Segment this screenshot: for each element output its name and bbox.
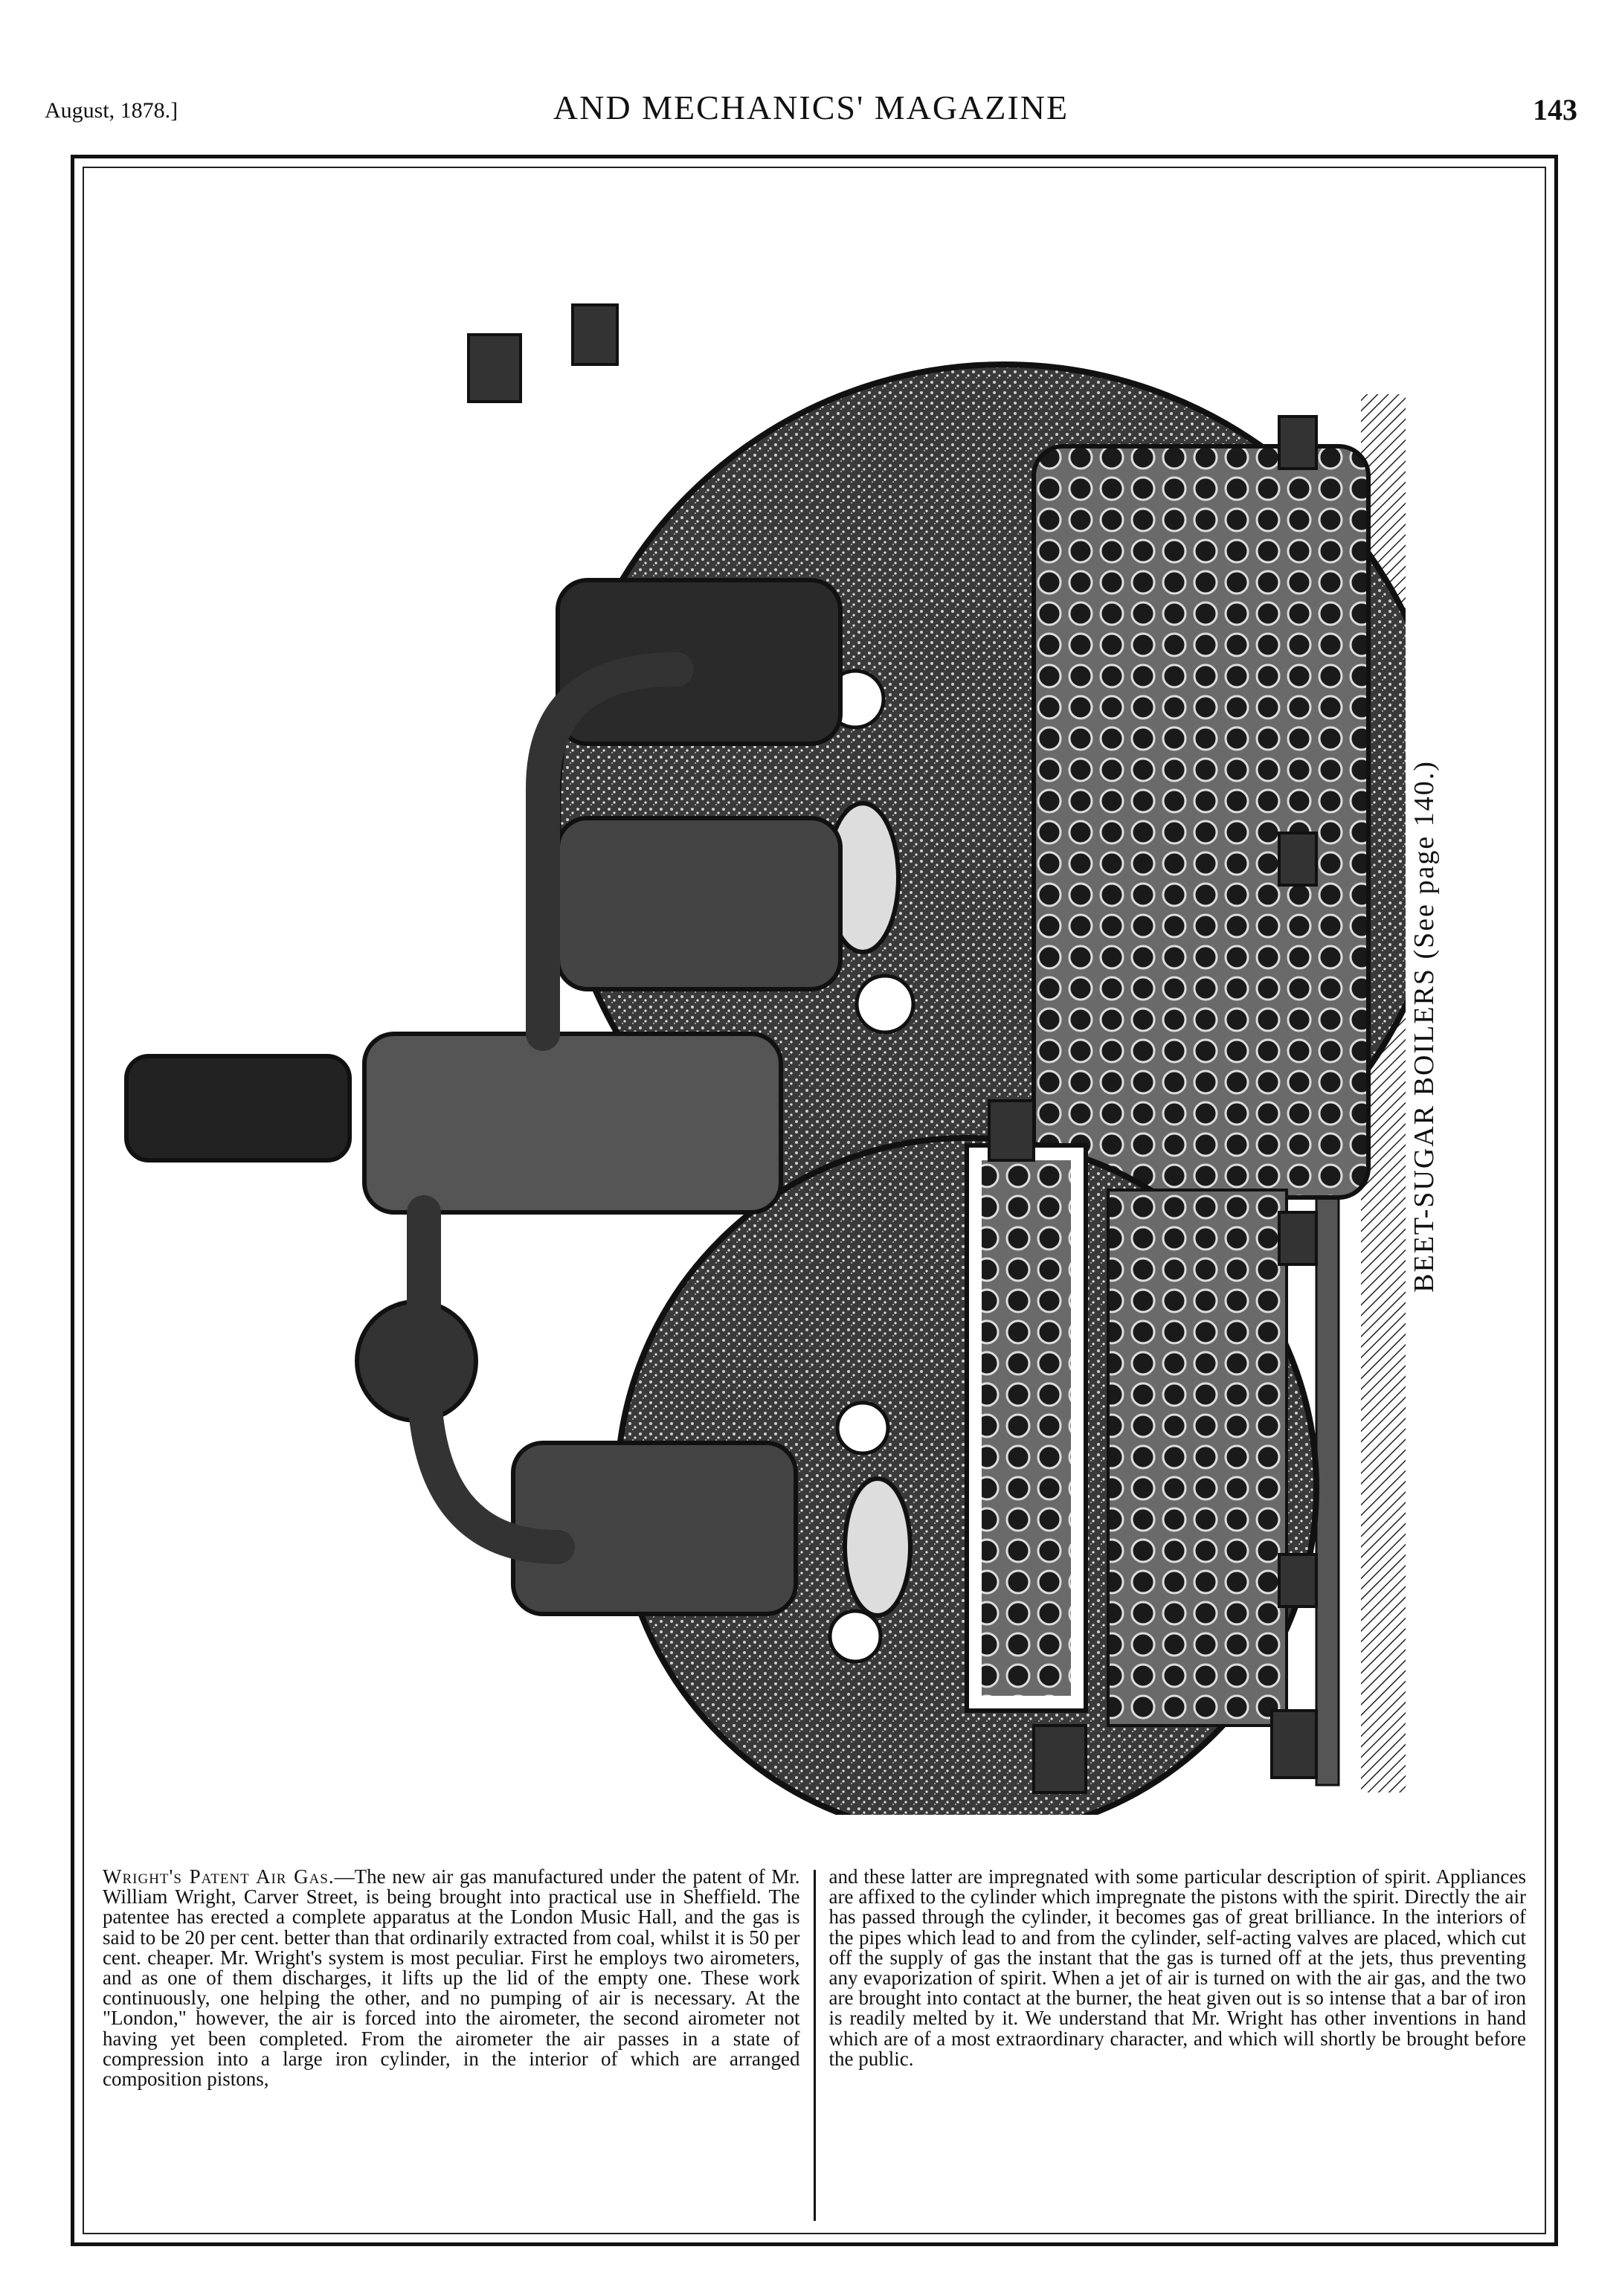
steam-drums xyxy=(124,578,843,1616)
figure-caption: BEET-SUGAR BOILERS (See page 140.) xyxy=(1409,760,1440,1293)
journal-title: AND MECHANICS' MAGAZINE xyxy=(553,89,1069,126)
connecting-pipes xyxy=(407,652,694,1564)
page-border-outer xyxy=(71,155,1558,2246)
boiler-engraving xyxy=(97,223,1406,1815)
column-rule xyxy=(813,1870,816,2221)
article-column-1: Wright's Patent Air Gas.—The new air gas… xyxy=(89,1865,814,2224)
article-column-1-text: —The new air gas manufactured under the … xyxy=(103,1865,800,2091)
page-number: 143 xyxy=(1533,93,1577,126)
figure-caption-block: BEET-SUGAR BOILERS (See page 140.) xyxy=(1339,268,1510,1785)
running-head: August, 1878.] AND MECHANICS' MAGAZINE 1… xyxy=(45,88,1577,132)
valves-fittings xyxy=(467,303,1318,1794)
article-body: Wright's Patent Air Gas.—The new air gas… xyxy=(89,1865,1540,2224)
article-column-2-text: and these latter are impregnated with so… xyxy=(828,1865,1527,2070)
lower-boiler xyxy=(614,1135,1319,1815)
article-column-2: and these latter are impregnated with so… xyxy=(816,1865,1540,2224)
issue-date: August, 1878.] xyxy=(45,98,178,123)
article-title: Wright's Patent Air Gas. xyxy=(103,1865,335,1888)
page-border-inner xyxy=(83,167,1546,2234)
